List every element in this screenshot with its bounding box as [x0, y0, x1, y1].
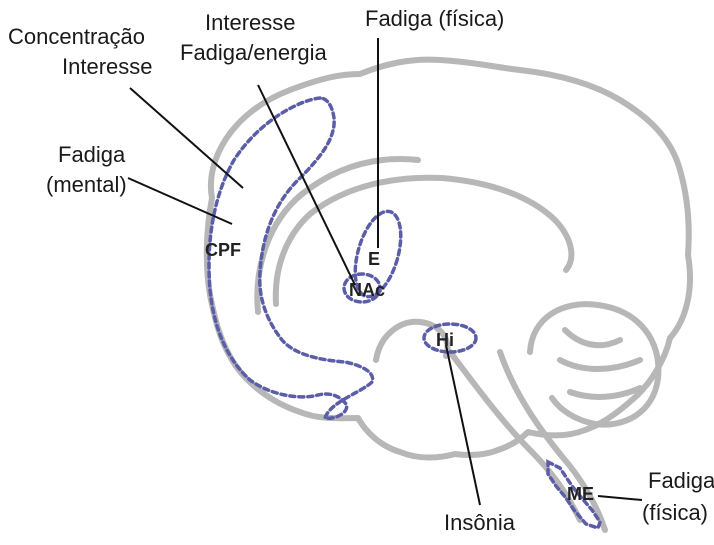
label-fadiga-fisica-top: Fadiga (física) [365, 6, 504, 31]
cerebellum-fold-1 [565, 330, 620, 345]
cerebellum-fold-2 [560, 360, 640, 369]
me-label: ME [567, 484, 594, 504]
label-interesse-top: Interesse [205, 10, 296, 35]
cerebellum-fold-3 [570, 388, 640, 397]
cpf-label: CPF [205, 240, 241, 260]
label-fadiga-energia: Fadiga/energia [180, 40, 328, 65]
leader-me [598, 496, 642, 500]
label-concentracao: Concentração [8, 24, 145, 49]
corpus-callosum-body [276, 178, 572, 304]
e-label: E [368, 249, 380, 269]
nac-label: NAc [349, 280, 385, 300]
hi-label: Hi [436, 330, 454, 350]
cerebellum [530, 304, 658, 424]
label-fadiga-fisica-right-1: Fadiga [648, 468, 714, 493]
label-fadiga-fisica-right-2: (física) [642, 500, 708, 525]
label-fadiga-mental-1: Fadiga [58, 142, 126, 167]
leader-interesse-top [258, 85, 355, 285]
label-interesse-left: Interesse [62, 54, 153, 79]
label-insonia: Insônia [444, 510, 516, 535]
label-fadiga-mental-2: (mental) [46, 172, 127, 197]
